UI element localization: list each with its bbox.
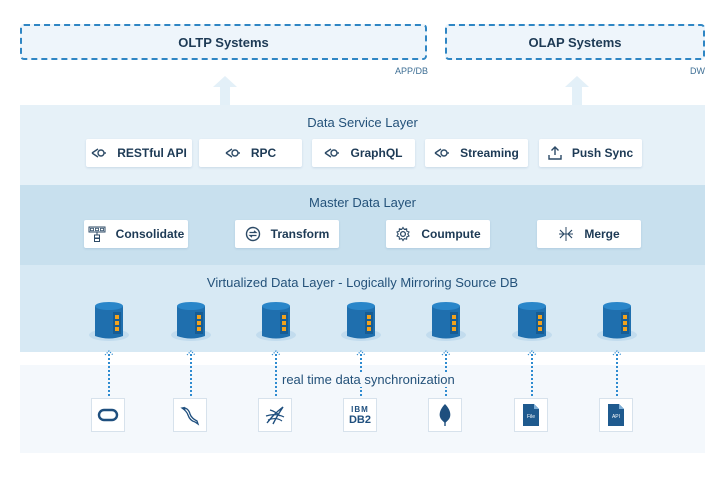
merge-icon <box>559 227 574 241</box>
mysql-source <box>173 398 207 432</box>
rpc-label: RPC <box>250 146 277 160</box>
api-gear-icon <box>91 148 107 158</box>
mongodb-icon <box>439 404 451 426</box>
up-arrow-icon <box>565 76 589 106</box>
rpc-item: RPC <box>199 139 302 167</box>
master-data-layer-title: Master Data Layer <box>309 195 416 210</box>
consolidate-item: Consolidate <box>84 220 188 248</box>
compute-item: Coumpute <box>386 220 490 248</box>
mongodb-source <box>428 398 462 432</box>
api-gear-icon <box>325 148 340 158</box>
master-data-layer: Master Data Layer Consolidate Transform … <box>20 185 705 265</box>
database-icon <box>597 302 637 341</box>
database-icon <box>341 302 381 341</box>
database-icon <box>89 302 129 341</box>
sqlserver-source <box>258 398 292 432</box>
sync-line <box>190 354 192 396</box>
push-sync-item: Push Sync <box>539 139 642 167</box>
api-gear-icon <box>434 148 450 158</box>
merge-label: Merge <box>584 227 620 241</box>
oltp-systems-box: OLTP Systems <box>20 24 427 60</box>
data-service-layer-title: Data Service Layer <box>307 115 418 130</box>
chevron-up-icon <box>186 350 196 356</box>
sqlserver-icon <box>265 406 285 425</box>
database-icon <box>256 302 296 341</box>
database-icon <box>426 302 466 341</box>
api-icon-text: API <box>611 414 621 420</box>
sync-line <box>616 354 618 396</box>
olap-sublabel: DW <box>690 66 705 76</box>
db2-source: IBM DB2 <box>343 398 377 432</box>
database-icon <box>512 302 552 341</box>
transform-icon <box>245 226 260 242</box>
sync-line <box>108 354 110 396</box>
compute-label: Coumpute <box>421 227 481 241</box>
graphql-label: GraphQL <box>350 146 403 160</box>
restful-api-item: RESTful API <box>86 139 192 167</box>
chevron-up-icon <box>356 350 366 356</box>
file-icon <box>523 404 539 426</box>
olap-systems-box: OLAP Systems <box>445 24 705 60</box>
data-service-layer: Data Service Layer RESTful API RPC Graph… <box>20 105 705 185</box>
upload-icon <box>548 146 562 160</box>
transform-item: Transform <box>235 220 339 248</box>
chevron-up-icon <box>271 350 281 356</box>
api-gear-icon <box>225 148 240 158</box>
file-source: File <box>514 398 548 432</box>
chevron-up-icon <box>104 350 114 356</box>
merge-item: Merge <box>537 220 641 248</box>
restful-api-label: RESTful API <box>117 146 187 160</box>
db2-ibm-text: IBM <box>351 404 369 414</box>
streaming-item: Streaming <box>425 139 528 167</box>
sync-label: real time data synchronization <box>280 372 457 387</box>
up-arrow-icon <box>213 76 237 106</box>
consolidate-label: Consolidate <box>115 227 185 241</box>
api-source: API <box>599 398 633 432</box>
graphql-item: GraphQL <box>312 139 415 167</box>
gear-icon <box>396 226 411 242</box>
olap-systems-title: OLAP Systems <box>528 34 622 50</box>
mysql-icon <box>180 406 200 426</box>
oracle-source <box>91 398 125 432</box>
transform-label: Transform <box>270 227 330 241</box>
chevron-up-icon <box>612 350 622 356</box>
hierarchy-icon <box>88 226 106 242</box>
push-sync-label: Push Sync <box>571 146 634 160</box>
oltp-systems-title: OLTP Systems <box>178 34 269 50</box>
api-file-icon <box>608 404 624 426</box>
sync-line <box>531 354 533 396</box>
database-icon <box>171 302 211 341</box>
virtualized-data-layer-title: Virtualized Data Layer - Logically Mirro… <box>206 275 519 290</box>
file-icon-text: File <box>526 414 536 420</box>
sync-line <box>275 354 277 396</box>
oltp-sublabel: APP/DB <box>395 66 429 76</box>
streaming-label: Streaming <box>460 146 519 160</box>
chevron-up-icon <box>441 350 451 356</box>
oracle-icon <box>97 408 119 422</box>
db2-text: DB2 <box>348 413 371 426</box>
chevron-up-icon <box>527 350 537 356</box>
